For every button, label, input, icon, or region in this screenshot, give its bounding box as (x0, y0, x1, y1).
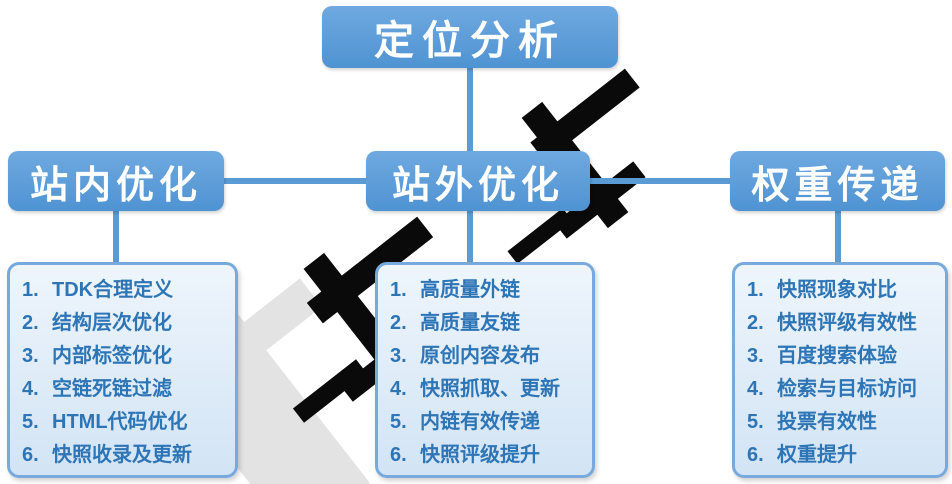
list-item: 4. 快照抓取、更新 (390, 373, 586, 406)
item-number: 6. (22, 444, 39, 466)
item-number: 5. (747, 411, 764, 433)
node-label: 站内优化 (29, 164, 202, 207)
list-item: 6. 权重提升 (747, 439, 939, 472)
item-text: 内链有效传递 (420, 411, 540, 433)
item-number: 6. (747, 444, 764, 466)
item-text: 快照评级提升 (420, 444, 540, 466)
item-number: 3. (747, 345, 764, 367)
list-item: 2. 结构层次优化 (22, 307, 229, 340)
node-weight-transfer: 权重传递 (730, 151, 945, 211)
item-number: 3. (22, 345, 39, 367)
list-item: 5. 内链有效传递 (390, 406, 586, 439)
item-text: 空链死链过滤 (52, 378, 172, 400)
item-number: 2. (747, 312, 764, 334)
item-text: 结构层次优化 (52, 312, 172, 334)
panel-onsite-items: 1. TDK合理定义 2. 结构层次优化 3. 内部标签优化 4. 空链死链过滤 5. H… (7, 262, 238, 478)
item-number: 2. (22, 312, 39, 334)
node-label: 定位分析 (374, 19, 566, 63)
item-number: 5. (22, 411, 39, 433)
item-number: 4. (22, 378, 39, 400)
item-number: 2. (390, 312, 407, 334)
item-text: 快照评级有效性 (777, 312, 917, 334)
panel-offsite-items: 1. 高质量外链 2. 高质量友链 3. 原创内容发布 4. 快照抓取、更新 5. 内链有… (375, 262, 595, 478)
item-number: 1. (22, 279, 39, 301)
list-item: 6. 快照评级提升 (390, 439, 586, 472)
item-number: 1. (747, 279, 764, 301)
item-text: 快照现象对比 (777, 279, 897, 301)
node-onsite-optimization: 站内优化 (8, 151, 224, 211)
list-item: 2. 高质量友链 (390, 307, 586, 340)
item-list: 1. 快照现象对比 2. 快照评级有效性 3. 百度搜索体验 4. 检索与目标访问 5.… (747, 274, 939, 472)
item-text: 高质量友链 (420, 312, 520, 334)
item-text: 检索与目标访问 (777, 378, 917, 400)
item-text: 快照抓取、更新 (420, 378, 560, 400)
item-text: HTML代码优化 (52, 411, 188, 433)
item-text: TDK合理定义 (52, 279, 174, 301)
list-item: 1. 高质量外链 (390, 274, 586, 307)
list-item: 1. 快照现象对比 (747, 274, 939, 307)
list-item: 3. 百度搜索体验 (747, 340, 939, 373)
list-item: 2. 快照评级有效性 (747, 307, 939, 340)
node-offsite-optimization: 站外优化 (366, 151, 590, 211)
item-number: 6. (390, 444, 407, 466)
list-item: 3. 原创内容发布 (390, 340, 586, 373)
item-text: 快照收录及更新 (52, 444, 192, 466)
list-item: 3. 内部标签优化 (22, 340, 229, 373)
item-text: 原创内容发布 (420, 345, 540, 367)
item-number: 3. (390, 345, 407, 367)
list-item: 5. HTML代码优化 (22, 406, 229, 439)
item-number: 4. (747, 378, 764, 400)
item-list: 1. TDK合理定义 2. 结构层次优化 3. 内部标签优化 4. 空链死链过滤 5. H… (22, 274, 229, 472)
node-label: 权重传递 (751, 164, 924, 207)
item-text: 投票有效性 (777, 411, 877, 433)
list-item: 5. 投票有效性 (747, 406, 939, 439)
panel-weight-items: 1. 快照现象对比 2. 快照评级有效性 3. 百度搜索体验 4. 检索与目标访问 5.… (732, 262, 948, 478)
list-item: 4. 空链死链过滤 (22, 373, 229, 406)
list-item: 4. 检索与目标访问 (747, 373, 939, 406)
list-item: 6. 快照收录及更新 (22, 439, 229, 472)
item-text: 内部标签优化 (52, 345, 172, 367)
item-text: 百度搜索体验 (777, 345, 897, 367)
node-positioning-analysis: 定位分析 (322, 6, 618, 68)
item-number: 5. (390, 411, 407, 433)
item-number: 1. (390, 279, 407, 301)
item-number: 4. (390, 378, 407, 400)
list-item: 1. TDK合理定义 (22, 274, 229, 307)
node-label: 站外优化 (391, 164, 564, 207)
item-text: 高质量外链 (420, 279, 520, 301)
item-list: 1. 高质量外链 2. 高质量友链 3. 原创内容发布 4. 快照抓取、更新 5. 内链有… (390, 274, 586, 472)
item-text: 权重提升 (777, 444, 857, 466)
